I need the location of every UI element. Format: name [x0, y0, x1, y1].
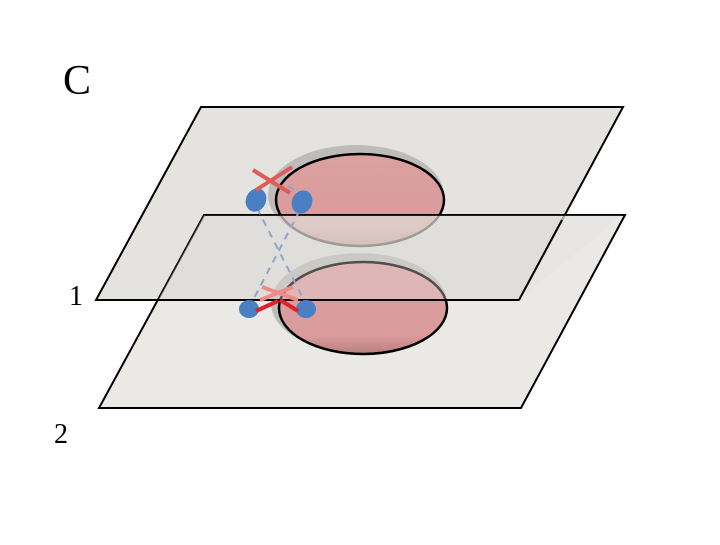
- cross-mark-bottom: [255, 285, 300, 313]
- receptor-top-left: [245, 188, 267, 212]
- receptors-top: [245, 188, 313, 214]
- plane-1-overlay: [96, 214, 625, 301]
- cell-bottom: [271, 253, 449, 356]
- cross-mark-top: [251, 165, 294, 195]
- plane-2-label: 2: [54, 419, 68, 450]
- panel-label: C: [63, 58, 92, 104]
- plane-1-label: 1: [69, 281, 83, 312]
- receptor-top-right: [291, 190, 313, 214]
- receptor-bottom-right: [296, 300, 316, 318]
- receptors-bottom: [239, 300, 316, 318]
- receptor-bottom-left: [239, 300, 259, 318]
